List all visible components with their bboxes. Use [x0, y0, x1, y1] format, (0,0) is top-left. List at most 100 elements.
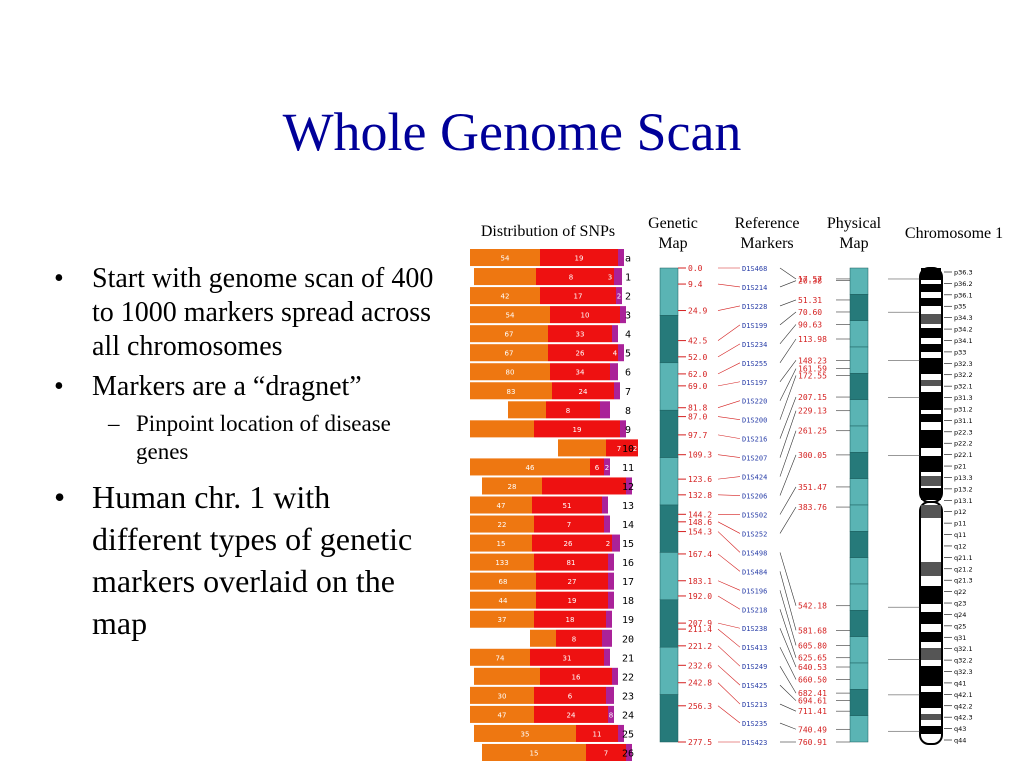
- physical-position-label: 161.59: [798, 365, 827, 374]
- label-chromosome-1: Chromosome 1: [904, 225, 1004, 242]
- snp-segment: [470, 496, 532, 514]
- snp-segment: [470, 515, 534, 533]
- chromosome-band: [921, 414, 941, 422]
- snp-row-label: 15: [622, 539, 634, 550]
- genetic-to-marker-line: [717, 665, 741, 686]
- chromosome-band: [921, 632, 941, 642]
- label-reference-line2: Markers: [740, 235, 794, 252]
- genetic-to-marker-line: [717, 553, 741, 572]
- snp-row-label: 16: [622, 558, 634, 569]
- physical-position-label: 261.25: [798, 427, 827, 436]
- genetic-position-label: 183.1: [688, 577, 712, 586]
- physical-map-bar-segment: [849, 267, 869, 295]
- band-label: p22.1: [954, 451, 973, 459]
- marker-to-physical-line: [779, 552, 797, 606]
- label-genetic-map: Genetic Map: [636, 214, 710, 254]
- snp-segment: [534, 553, 608, 571]
- chromosome-band: [921, 562, 941, 576]
- snp-count-label: 8: [569, 274, 573, 282]
- reference-marker-label: D1S220: [742, 398, 767, 406]
- genetic-position-label: 211.4: [688, 625, 712, 634]
- snp-row-label: 8: [625, 406, 631, 417]
- snp-segment: [540, 287, 616, 305]
- snp-count-label: 10: [581, 312, 590, 320]
- chromosome-band: [921, 314, 941, 324]
- marker-to-physical-line: [779, 609, 797, 658]
- snp-count-label: 47: [498, 711, 507, 719]
- snp-row-label: 11: [622, 463, 634, 474]
- genetic-to-marker-line: [717, 381, 741, 387]
- chromosome-band: [921, 692, 941, 708]
- snp-count-label: 6: [595, 464, 600, 472]
- genetic-position-label: 123.6: [688, 475, 712, 484]
- genetic-map-bar-segment: [659, 646, 679, 695]
- chromosome-band: [921, 726, 941, 734]
- physical-position-label: 113.98: [798, 335, 827, 344]
- genetic-to-marker-line: [717, 645, 741, 667]
- genetic-map-bar-segment: [659, 457, 679, 506]
- snp-segment: [600, 401, 610, 419]
- genetic-position-label: 132.8: [688, 491, 712, 500]
- band-label: p32.2: [954, 371, 973, 379]
- genetic-to-marker-line: [717, 628, 741, 648]
- snp-count-label: 33: [576, 331, 585, 339]
- snp-count-label: 34: [576, 369, 585, 377]
- reference-marker-label: D1S238: [742, 625, 767, 633]
- genetic-to-marker-line: [717, 343, 741, 358]
- snp-segment: [474, 724, 576, 742]
- snp-count-label: 19: [573, 426, 582, 434]
- reference-marker-label: D1S196: [742, 587, 767, 595]
- band-label: q11: [954, 531, 966, 539]
- snp-segment: [620, 306, 626, 324]
- snp-segment: [606, 610, 612, 628]
- band-label: p31.2: [954, 405, 973, 413]
- snp-count-label: 35: [521, 730, 530, 738]
- snp-count-label: 26: [564, 540, 573, 548]
- snp-segment: [548, 344, 612, 362]
- physical-map-bar-segment: [849, 452, 869, 479]
- genetic-to-marker-line: [717, 305, 741, 311]
- genetic-position-label: 42.5: [688, 337, 707, 346]
- genetic-to-marker-line: [717, 324, 741, 341]
- snp-count-label: 7: [617, 445, 621, 453]
- genetic-position-label: 9.4: [688, 280, 703, 289]
- snp-count-label: 16: [572, 673, 581, 681]
- reference-marker-label: D1S249: [742, 663, 767, 671]
- genetic-position-label: 154.3: [688, 528, 712, 537]
- snp-segment: [470, 344, 548, 362]
- band-label: q31: [954, 634, 966, 642]
- genetic-position-label: 81.8: [688, 404, 707, 413]
- genetic-map-bar-segment: [659, 315, 679, 364]
- reference-marker-label: D1S216: [742, 436, 767, 444]
- physical-position-label: 300.05: [798, 451, 827, 460]
- snp-segment: [576, 724, 618, 742]
- reference-marker-label: D1S234: [742, 341, 767, 349]
- snp-segment: [470, 553, 534, 571]
- physical-map-bar-segment: [849, 478, 869, 506]
- genetic-to-marker-line: [717, 362, 741, 375]
- reference-marker-label: D1S197: [742, 379, 767, 387]
- label-genetic-line1: Genetic: [648, 215, 698, 232]
- reference-marker-label: D1S423: [742, 739, 767, 747]
- band-label: q21.3: [954, 577, 973, 585]
- snp-segment: [532, 496, 602, 514]
- band-label: p31.3: [954, 394, 973, 402]
- snp-row-label: 7: [625, 387, 631, 398]
- genetic-to-marker-line: [717, 595, 741, 610]
- reference-marker-label: D1S424: [742, 474, 767, 482]
- snp-segment: [474, 667, 540, 685]
- band-label: q22: [954, 588, 966, 596]
- genetic-to-marker-line: [717, 416, 741, 420]
- physical-position-label: 229.13: [798, 407, 827, 416]
- snp-count-label: 8: [566, 407, 570, 415]
- snp-count-label: 2: [617, 293, 621, 301]
- chromosome-band: [921, 284, 941, 292]
- reference-marker-label: D1S498: [742, 549, 767, 557]
- chromosome-band: [921, 298, 941, 306]
- label-physical-line1: Physical: [826, 215, 882, 232]
